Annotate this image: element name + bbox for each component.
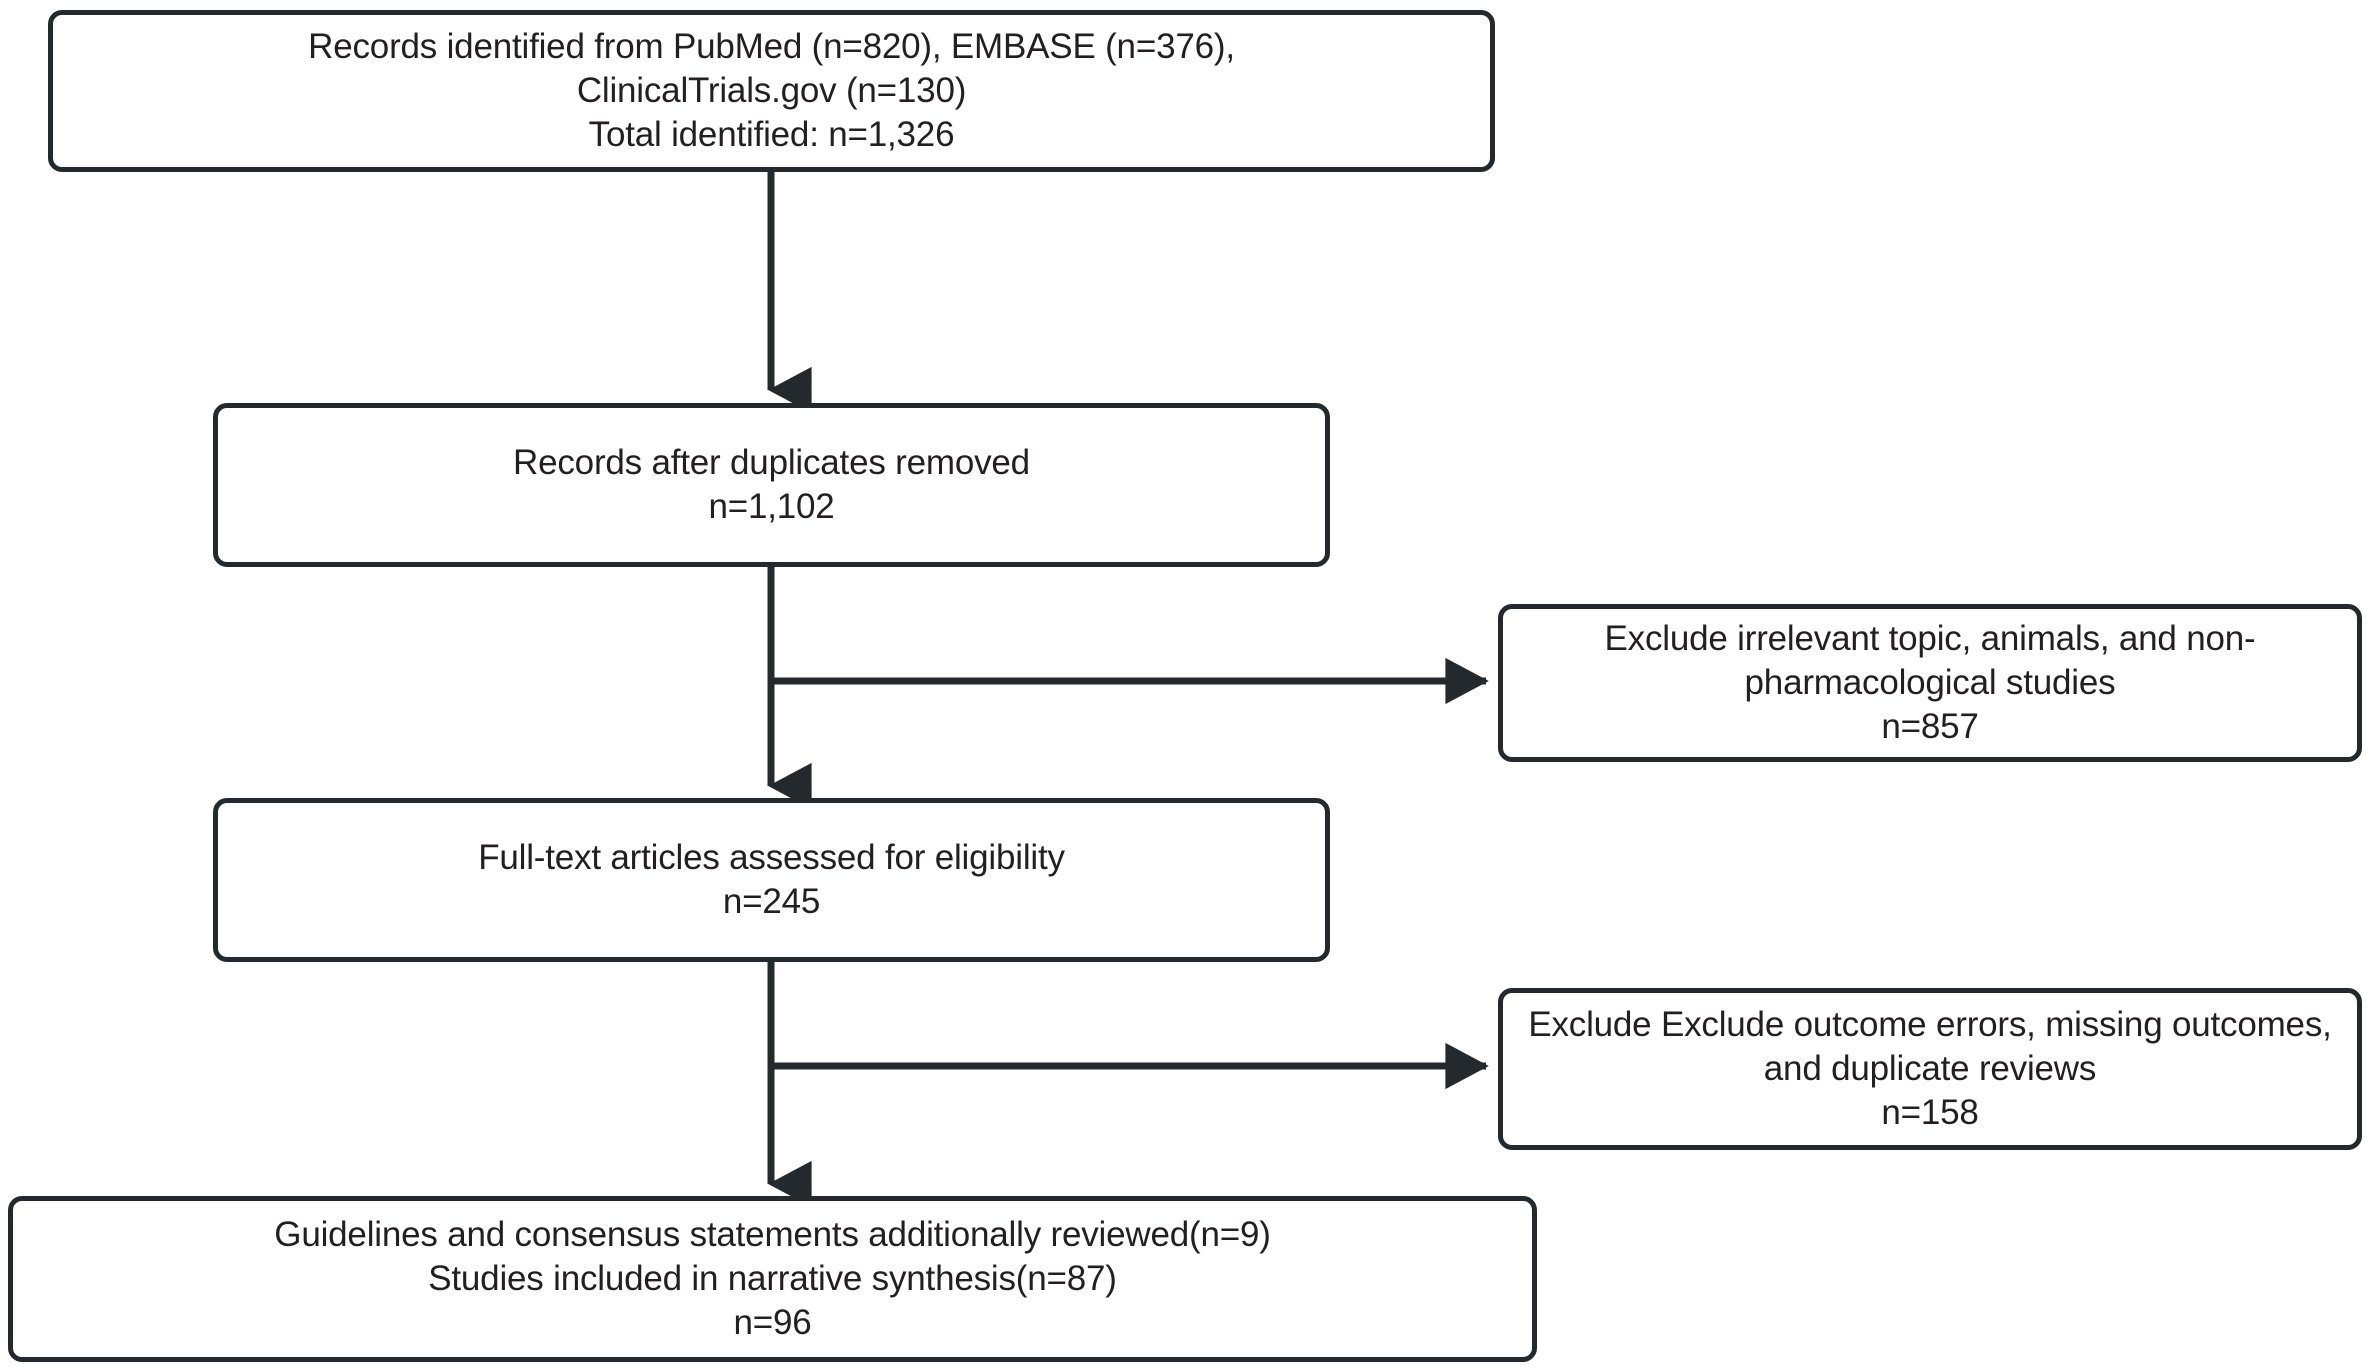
- records-identified-box: Records identified from PubMed (n=820), …: [48, 10, 1495, 172]
- exclusion-screening-box: Exclude irrelevant topic, animals, and n…: [1498, 604, 2362, 762]
- studies-included-box: Guidelines and consensus statements addi…: [8, 1196, 1537, 1362]
- exclusion-eligibility-box: Exclude Exclude outcome errors, missing …: [1498, 988, 2362, 1150]
- exclusion-eligibility-text: Exclude Exclude outcome errors, missing …: [1528, 1005, 2332, 1132]
- full-text-assessed-text: Full-text articles assessed for eligibil…: [478, 838, 1065, 921]
- records-identified-text: Records identified from PubMed (n=820), …: [308, 27, 1235, 154]
- exclusion-screening-text: Exclude irrelevant topic, animals, and n…: [1604, 619, 2256, 746]
- records-after-duplicates-removed-text: Records after duplicates removed n=1,102: [513, 443, 1030, 526]
- full-text-assessed-box: Full-text articles assessed for eligibil…: [213, 798, 1330, 962]
- studies-included-text: Guidelines and consensus statements addi…: [274, 1215, 1271, 1342]
- records-after-duplicates-removed-box: Records after duplicates removed n=1,102: [213, 403, 1330, 567]
